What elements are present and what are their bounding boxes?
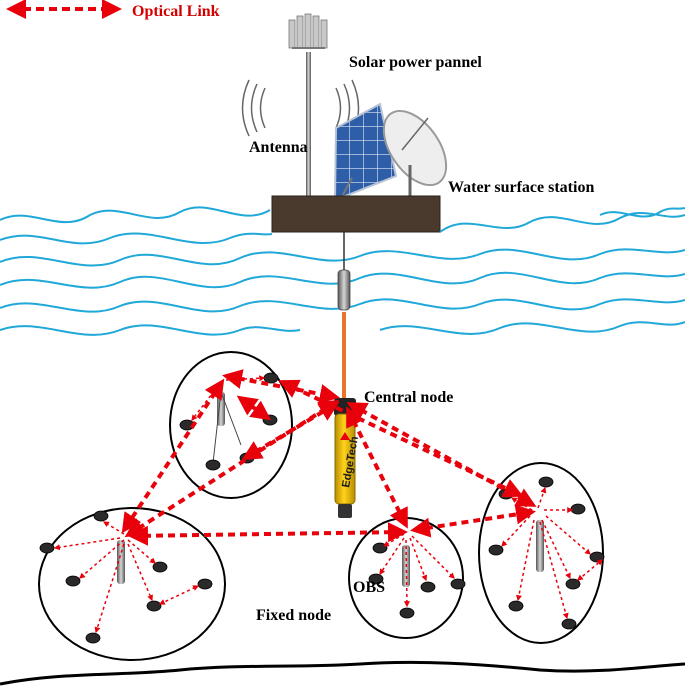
obs-label: OBS bbox=[353, 579, 385, 596]
antenna-tower bbox=[241, 13, 360, 200]
legend: Optical Link bbox=[6, 0, 220, 20]
legend-optical-link-label: Optical Link bbox=[132, 3, 220, 20]
water-surface-platform bbox=[271, 195, 441, 233]
solar-panel-label: Solar power pannel bbox=[349, 54, 482, 71]
central-node-device: EdgeTech bbox=[334, 398, 361, 518]
antenna-label: Antenna bbox=[249, 139, 308, 156]
seabed-line bbox=[0, 660, 685, 686]
intra-cluster-optical-links bbox=[53, 375, 603, 634]
satellite-dish-icon bbox=[382, 109, 448, 200]
solar-panel bbox=[333, 102, 398, 202]
water-surface-station-label: Water surface station bbox=[448, 179, 594, 196]
central-node-label: Central node bbox=[364, 389, 453, 406]
inter-node-optical-links bbox=[121, 369, 537, 546]
fixed-node-label: Fixed node bbox=[256, 607, 331, 624]
surface-buoy bbox=[337, 232, 351, 311]
water-waves bbox=[0, 206, 685, 336]
cluster-right bbox=[478, 462, 604, 644]
